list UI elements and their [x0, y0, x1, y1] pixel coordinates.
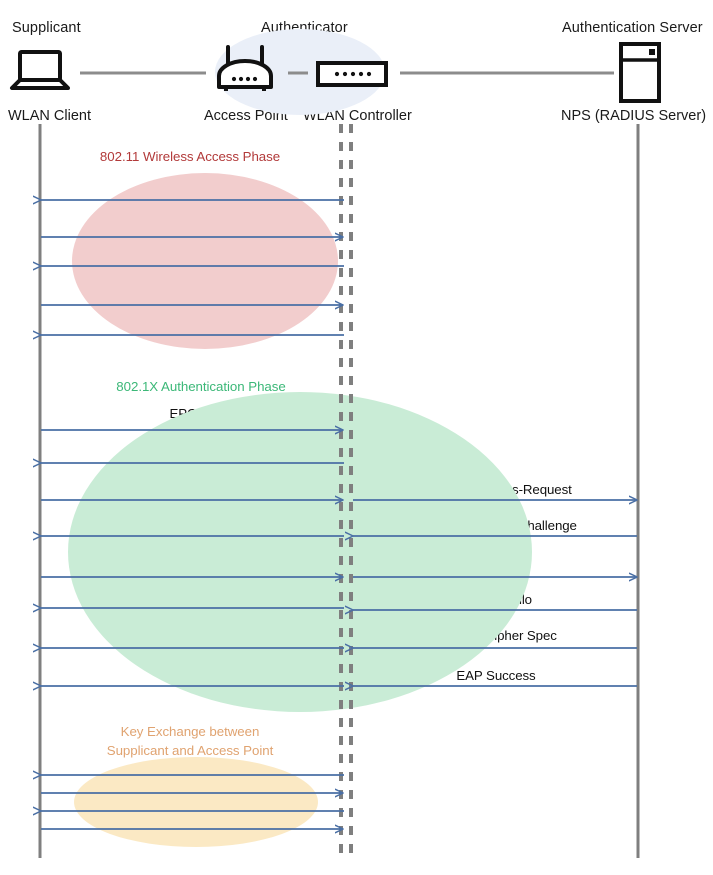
node-label-wlan-client: WLAN Client	[8, 108, 91, 124]
phase-label-802-1x: 802.1X Authentication Phase	[116, 379, 286, 394]
node-label-access-point: Access Point	[204, 108, 288, 124]
phase-label-key-exchange-line1: Key Exchange between	[120, 724, 260, 739]
phase-label-802-11: 802.11 Wireless Access Phase	[99, 149, 281, 164]
role-title-supplicant: Supplicant	[12, 20, 81, 36]
laptop-icon	[10, 50, 70, 90]
phase-label-key-exchange-line2: Supplicant and Access Point	[106, 743, 274, 758]
access-point-icon	[217, 45, 273, 91]
phase-ellipse-802-1x	[68, 392, 532, 712]
message-label-r6: EAP Success	[456, 668, 536, 683]
phase-label-key-exchange: Key Exchange between Supplicant and Acce…	[106, 722, 274, 760]
wlan-controller-icon	[316, 61, 388, 87]
node-label-nps-radius-server: NPS (RADIUS Server)	[561, 108, 707, 124]
server-icon	[619, 42, 661, 103]
phase-ellipse-key-exchange	[74, 757, 318, 847]
role-title-authentication-server: Authentication Server	[562, 20, 703, 36]
